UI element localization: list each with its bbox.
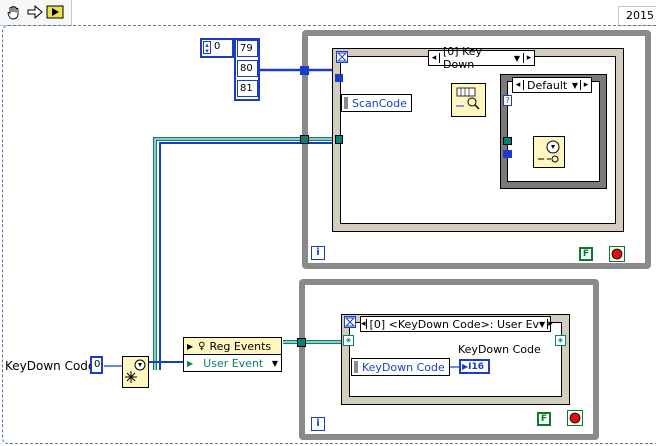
stop-false-constant[interactable]: F [579, 247, 593, 261]
event-data-label: KeyDown Code [362, 361, 445, 374]
case-right-arrow-icon[interactable]: ▸ [547, 319, 553, 329]
tunnel [300, 66, 309, 75]
case-dropdown-icon[interactable]: ▼ [539, 319, 546, 329]
diagram-boundary [2, 25, 656, 444]
reg-events-title: Reg Events [209, 339, 272, 353]
case-selector-terminal: ? [503, 95, 512, 106]
tunnel [335, 135, 343, 144]
timeout-terminal-icon [344, 316, 356, 328]
i16-indicator[interactable]: ▶ I16 [459, 359, 490, 374]
version-label: 2015 [626, 9, 654, 22]
run-icon[interactable] [46, 4, 64, 20]
tunnel [335, 74, 343, 82]
array-index-value[interactable]: 0 [214, 41, 221, 52]
tunnel [300, 135, 309, 144]
case-left-arrow-icon[interactable]: ◂ [361, 319, 367, 329]
iteration-terminal: i [311, 417, 325, 431]
case-selector-inner[interactable]: ◂ Default ▼ ▸ [512, 77, 592, 93]
inner-right-arrow-icon[interactable]: ▸ [580, 80, 591, 90]
reg-events-arrow-icon: ▶ [187, 341, 194, 351]
stop-false-constant[interactable]: F [537, 412, 551, 426]
event-data-bar [354, 361, 358, 373]
event-reg-terminal: ◈ [555, 335, 566, 346]
while-loop-bottom[interactable] [299, 279, 599, 440]
array-values-frame [234, 38, 260, 101]
stop-icon[interactable] [609, 246, 625, 262]
inner-case-label: Default [527, 78, 568, 92]
array-constant[interactable]: ▴▾ 0 79 80 81 [200, 38, 260, 101]
event-data-label: ScanCode [352, 97, 407, 110]
reg-events-dropdown-icon[interactable]: ▼ [271, 359, 278, 368]
event-reg-terminal: ◈ [343, 335, 354, 346]
case-left-arrow-icon[interactable]: ◂ [429, 53, 440, 63]
reg-events-header: ▶ ♀ Reg Events [184, 338, 281, 355]
array-element[interactable]: 80 [237, 60, 258, 77]
array-index-arrow-icon[interactable]: ▴▾ [203, 41, 211, 55]
hand-icon[interactable] [6, 4, 22, 20]
reg-events-item-label: User Event [203, 357, 264, 370]
event-data-bar [344, 97, 348, 109]
tunnel [503, 137, 512, 145]
case-right-arrow-icon[interactable]: ▸ [523, 53, 534, 63]
case-dropdown-icon[interactable]: ▼ [513, 53, 520, 63]
case-label: [0] <KeyDown Code>: User Ev [369, 317, 540, 331]
event-data-node[interactable]: ScanCode [341, 94, 412, 112]
reg-events-item[interactable]: ▶ User Event ▼ [184, 356, 281, 371]
indicator-arrow-icon: ▶ [462, 362, 469, 371]
create-user-event-node[interactable] [122, 356, 149, 388]
generate-user-event-node[interactable] [533, 136, 565, 168]
indicator-wire [450, 366, 460, 368]
inner-dropdown-icon[interactable]: ▼ [571, 80, 578, 90]
case-selector-top[interactable]: ◂ [0] Key Down ▼ ▸ [428, 45, 535, 71]
indicator-caption: KeyDown Code [458, 343, 541, 356]
array-element[interactable]: 79 [237, 40, 258, 57]
reg-events-bulb-icon: ♀ [198, 340, 206, 352]
case-selector-bottom[interactable]: ◂ [0] <KeyDown Code>: User Ev ▼ ▸ [360, 316, 553, 332]
keydown-control-value[interactable]: 0 [90, 356, 103, 374]
inner-left-arrow-icon[interactable]: ◂ [513, 80, 524, 90]
while-loop-top[interactable] [302, 30, 651, 269]
tunnel [297, 338, 306, 347]
iteration-terminal: i [311, 246, 325, 260]
reg-events-item-arrow-icon: ▶ [187, 359, 194, 368]
keydown-control-label: KeyDown Code [5, 359, 96, 373]
array-element[interactable]: 81 [237, 80, 258, 97]
event-data-node[interactable]: KeyDown Code [351, 358, 450, 376]
search-array-node[interactable] [451, 83, 486, 117]
arrow-icon[interactable] [27, 4, 43, 20]
case-label: [0] Key Down [443, 45, 483, 71]
case-structure-inner[interactable] [500, 74, 607, 189]
tunnel [503, 150, 512, 158]
reg-events-node[interactable]: ▶ ♀ Reg Events ▶ User Event ▼ [183, 337, 282, 372]
stop-icon[interactable] [567, 410, 583, 426]
indicator-type: I16 [468, 361, 485, 372]
timeout-terminal-icon [336, 51, 348, 63]
